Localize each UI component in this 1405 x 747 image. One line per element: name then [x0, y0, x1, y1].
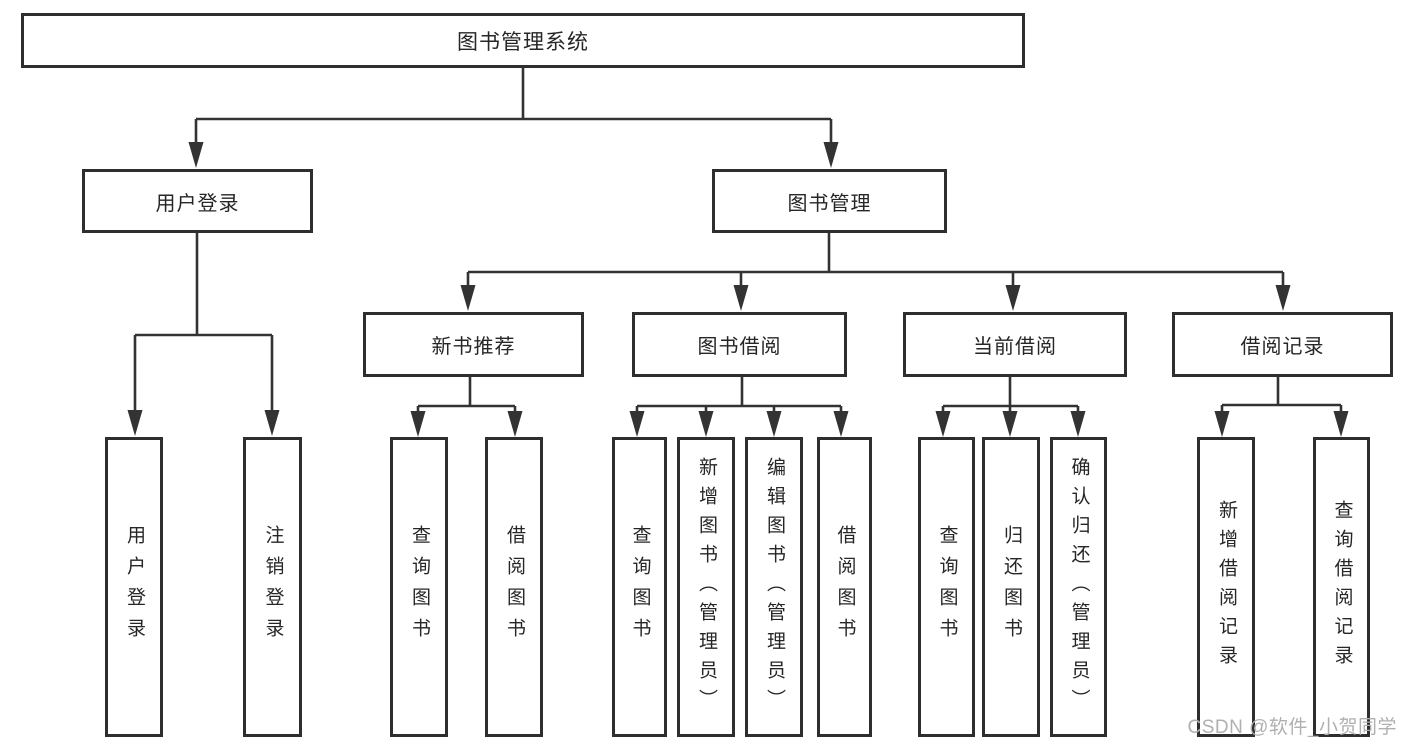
arrowhead-icons [127, 142, 1349, 437]
node-label: 借阅记录 [1240, 336, 1325, 358]
node-borrowing-records: 借阅记录 [1172, 312, 1393, 377]
leaf-label: 查询图书 [936, 525, 958, 649]
leaf-label: 新增图书（管理员） [695, 456, 717, 718]
leaf-label: 借阅图书 [834, 525, 856, 649]
node-label: 图书借阅 [697, 336, 782, 358]
leaf-label: 查询借阅记录 [1331, 500, 1353, 674]
node-library-management-system: 图书管理系统 [21, 13, 1025, 68]
leaf-borrow-books-recommend: 借阅图书 [485, 437, 543, 737]
leaf-label: 新增借阅记录 [1215, 500, 1237, 674]
leaf-label: 归还图书 [1000, 525, 1022, 649]
leaf-label: 编辑图书（管理员） [763, 456, 785, 718]
node-user-login: 用户登录 [82, 169, 313, 233]
node-book-borrowing: 图书借阅 [632, 312, 847, 377]
leaf-add-borrow-record: 新增借阅记录 [1197, 437, 1255, 737]
leaf-return-books: 归还图书 [982, 437, 1040, 737]
leaf-query-books-recommend: 查询图书 [390, 437, 448, 737]
node-new-book-recommendation: 新书推荐 [363, 312, 584, 377]
leaf-edit-books-admin: 编辑图书（管理员） [745, 437, 803, 737]
node-label: 图书管理系统 [457, 30, 589, 54]
node-current-borrowing: 当前借阅 [903, 312, 1127, 377]
leaf-query-books-borrowing: 查询图书 [612, 437, 667, 737]
node-book-management: 图书管理 [712, 169, 947, 233]
csdn-watermark: CSDN @软件_小贺同学 [1187, 717, 1397, 738]
leaf-query-books-current: 查询图书 [918, 437, 975, 737]
leaf-label: 用户登录 [123, 525, 145, 649]
leaf-confirm-return-admin: 确认归还（管理员） [1050, 437, 1107, 737]
leaf-label: 借阅图书 [503, 525, 525, 649]
leaf-query-borrow-record: 查询借阅记录 [1313, 437, 1370, 737]
leaf-user-login: 用户登录 [105, 437, 163, 737]
leaf-label: 查询图书 [629, 525, 651, 649]
node-label: 用户登录 [155, 192, 240, 215]
leaf-borrow-books-borrowing: 借阅图书 [817, 437, 872, 737]
leaf-label: 查询图书 [408, 525, 430, 649]
leaf-label: 确认归还（管理员） [1068, 456, 1090, 718]
leaf-label: 注销登录 [262, 525, 284, 649]
node-label: 图书管理 [787, 192, 872, 215]
leaf-add-books-admin: 新增图书（管理员） [677, 437, 735, 737]
node-label: 当前借阅 [973, 336, 1057, 358]
leaf-logout: 注销登录 [243, 437, 302, 737]
node-label: 新书推荐 [431, 336, 516, 358]
